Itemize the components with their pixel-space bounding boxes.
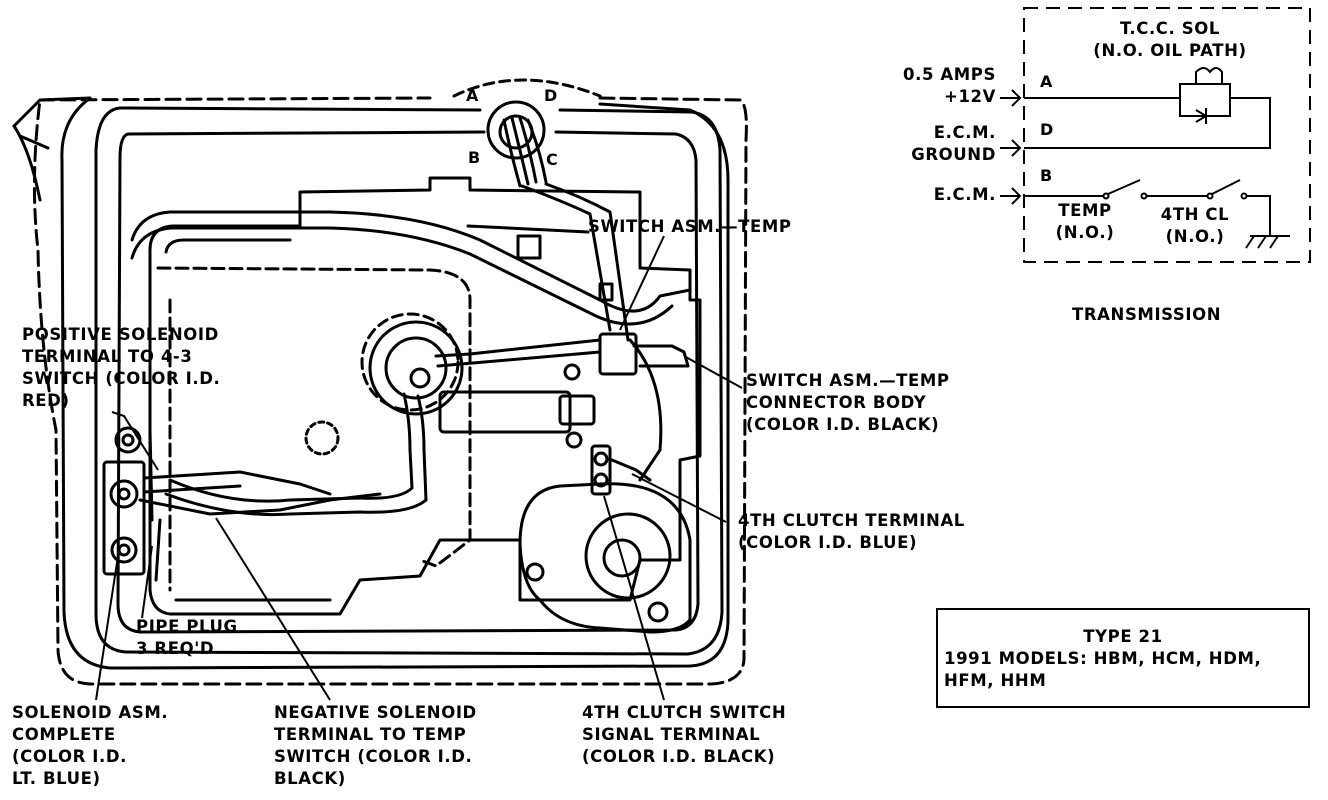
pan-gasket bbox=[94, 106, 724, 656]
type-box: TYPE 21 1991 MODELS: HBM, HCM, HDM, HFM,… bbox=[936, 608, 1310, 708]
solenoid-assembly bbox=[102, 460, 146, 576]
solenoid-asm-callout: SOLENOID ASM. COMPLETE (COLOR I.D. LT. B… bbox=[12, 703, 169, 788]
pin-a-label: A bbox=[1040, 72, 1053, 91]
type-box-line1: 1991 MODELS: HBM, HCM, HDM, bbox=[944, 649, 1262, 668]
housing-outline bbox=[12, 96, 730, 670]
connector-pin-b: B bbox=[468, 148, 481, 167]
solenoid-tube bbox=[434, 338, 602, 368]
leader-negative-solenoid bbox=[215, 517, 331, 701]
pin-b-label: B bbox=[1040, 166, 1053, 185]
positive-solenoid-callout: POSITIVE SOLENOID TERMINAL TO 4-3 SWITCH… bbox=[22, 325, 221, 410]
connector-pin-d: D bbox=[544, 86, 558, 105]
switch-connector-callout: SWITCH ASM.—TEMP CONNECTOR BODY (COLOR I… bbox=[746, 371, 950, 434]
leader-positive-solenoid bbox=[111, 411, 159, 471]
input-b: E.C.M. bbox=[933, 185, 996, 204]
input-a-line1: 0.5 AMPS bbox=[903, 65, 996, 84]
switch-temp-callout: SWITCH ASM.—TEMP bbox=[588, 217, 792, 236]
temp-switch-state: (N.O.) bbox=[1055, 223, 1115, 242]
clutch-terminal-callout: 4TH CLUTCH TERMINAL (COLOR I.D. BLUE) bbox=[738, 511, 965, 552]
leader-clutch-signal bbox=[603, 495, 665, 701]
leader-pipe-plug bbox=[141, 545, 153, 619]
connector-pin-a: A bbox=[466, 86, 479, 105]
connector-pin-c: C bbox=[546, 150, 558, 169]
leader-clutch-terminal bbox=[631, 473, 727, 523]
input-a-line2: +12V bbox=[944, 87, 996, 106]
type-box-line2: HFM, HHM bbox=[944, 671, 1047, 690]
negative-solenoid-callout: NEGATIVE SOLENOID TERMINAL TO TEMP SWITC… bbox=[274, 703, 477, 788]
pipe-plug-callout: PIPE PLUG 3 REQ'D bbox=[136, 617, 238, 658]
input-d-line1: E.C.M. bbox=[933, 123, 996, 142]
leader-switch-connector bbox=[683, 355, 743, 389]
sol-subtitle: (N.O. OIL PATH) bbox=[1093, 41, 1247, 60]
schematic-box bbox=[1023, 7, 1311, 263]
transmission-caption: TRANSMISSION bbox=[1072, 305, 1222, 324]
feed-tube bbox=[130, 210, 692, 313]
temp-switch-label: TEMP bbox=[1058, 201, 1112, 220]
pin-d-label: D bbox=[1040, 120, 1054, 139]
sol-title: T.C.C. SOL bbox=[1120, 19, 1220, 38]
servo-body bbox=[584, 512, 672, 600]
harness-connector bbox=[486, 100, 546, 160]
housing-outline-dashed bbox=[32, 96, 748, 686]
leader-solenoid-asm bbox=[95, 555, 119, 701]
leader-switch-temp bbox=[619, 235, 665, 331]
clutch-signal-callout: 4TH CLUTCH SWITCH SIGNAL TERMINAL (COLOR… bbox=[582, 703, 787, 766]
type-box-title: TYPE 21 bbox=[1083, 627, 1163, 646]
input-d-line2: GROUND bbox=[911, 145, 996, 164]
clutch-switch-label: 4TH CL bbox=[1160, 205, 1230, 224]
clutch-switch-state: (N.O.) bbox=[1165, 227, 1225, 246]
